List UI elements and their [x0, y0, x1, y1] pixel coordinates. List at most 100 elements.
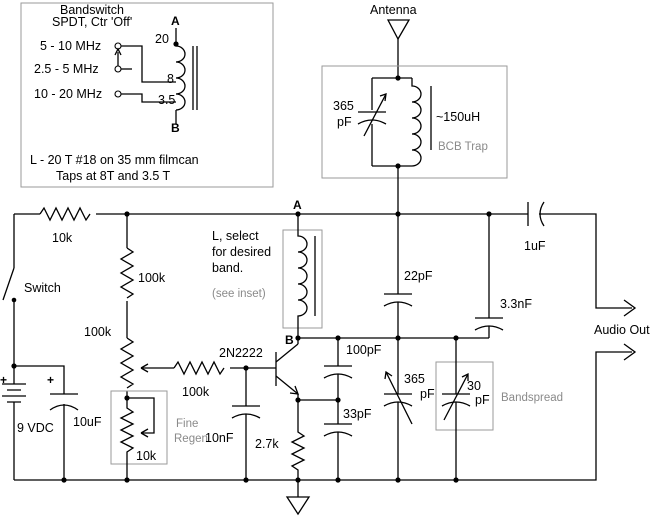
antenna-icon: [386, 19, 411, 41]
bcb-trap-frame: [321, 65, 508, 179]
transistor-emitter: [275, 375, 299, 395]
c-30-arrow-head: [461, 372, 469, 381]
inset-coil-core: [192, 46, 198, 110]
transistor-collector: [275, 343, 299, 363]
trap-wiring: [371, 77, 412, 167]
trap-inductor: [411, 78, 422, 167]
inset-coil-note-2: Taps at 8T and 3.5 T: [56, 169, 171, 183]
pot-10k-wiper-lead: [127, 397, 155, 434]
bandswitch-inset: Bandswitch SPDT, Ctr 'Off' A 5 - 10 MHz …: [20, 2, 274, 188]
trap-cap-value: 365: [333, 99, 354, 113]
ground-rail: Audio Out: [14, 323, 650, 516]
tank-coil-frame: [282, 229, 323, 329]
fine-regen-frame: [110, 390, 168, 465]
c-30-unit: pF: [475, 393, 490, 407]
trap-top-dot: [395, 75, 401, 81]
inset-turns-3-5: 3.5: [158, 93, 175, 107]
resistor-2-7k: [290, 400, 306, 480]
c-30-variable-arrow: [443, 373, 469, 421]
ground-bus: [14, 351, 632, 481]
pot-10k-label: 10k: [136, 449, 157, 463]
top-rail: 10k 1uF A: [13, 198, 637, 317]
inset-turns-20: 20: [155, 32, 169, 46]
dot-gnd-338: [335, 477, 341, 483]
fine-regen-label-1: Fine: [176, 418, 198, 430]
pot-100k-label: 100k: [84, 325, 112, 339]
c-30-value: 30: [467, 379, 481, 393]
c-365-variable-arrow: [385, 371, 413, 425]
inset-frame: [20, 2, 274, 188]
c-3-3nf-label: 3.3nF: [500, 297, 532, 311]
node-a-label: A: [293, 198, 302, 212]
battery-icon: [2, 383, 26, 403]
inset-title-1: Bandswitch: [60, 3, 124, 17]
trap-cap-arrow-head: [379, 93, 387, 102]
fine-regen-label-2: Regen: [174, 433, 208, 445]
ground-icon: [285, 496, 311, 516]
dot-gnd-127: [124, 477, 130, 483]
c-33pf-label: 33pF: [343, 407, 372, 421]
inset-band-2: 2.5 - 5 MHz: [34, 62, 99, 76]
inset-node-b: B: [171, 121, 180, 135]
trap-cap-unit: pF: [337, 115, 352, 129]
inset-node-a: A: [171, 14, 180, 28]
power-switch-blade: [2, 267, 15, 301]
audio-out-label: Audio Out: [594, 323, 650, 337]
switch-label: Switch: [24, 281, 61, 295]
inset-coil-note-1: L - 20 T #18 on 35 mm filmcan: [30, 153, 199, 167]
r-100k-base-label: 100k: [182, 385, 210, 399]
c-10uf-label: 10uF: [73, 415, 102, 429]
inset-coil: [175, 45, 186, 111]
switch-contact-2: [114, 65, 122, 73]
potentiometer-10k: [119, 398, 135, 480]
dot-gnd-246: [243, 477, 249, 483]
resistor-100k-upper: [119, 247, 135, 299]
regen-chain: 100k 100k 10k Fine Regen: [84, 214, 208, 480]
c-10uf-lead-top: [14, 365, 65, 394]
audio-out-upper-lead: [539, 213, 632, 309]
coil-note-1: L, select: [212, 229, 259, 243]
dot-gnd-456: [453, 477, 459, 483]
emitter-section: 2.7k 100pF 33pF: [255, 335, 489, 480]
node-b-label: B: [285, 333, 294, 347]
antenna: Antenna: [370, 3, 417, 78]
c-1uf-label: 1uF: [524, 239, 546, 253]
tuning-section: 22pF 365 pF 30 pF Bandspread 3.3nF: [383, 214, 563, 480]
r-2-7k-label: 2.7k: [255, 437, 279, 451]
inset-band-3: 10 - 20 MHz: [34, 87, 102, 101]
trap-label: BCB Trap: [438, 141, 488, 153]
c-365-arrow-head: [384, 370, 393, 380]
bandspread-frame: [435, 361, 494, 431]
trap-inductor-value: ~150uH: [436, 110, 480, 124]
tank-coil-winding: [297, 214, 308, 344]
tank-coil: L, select for desired band. (see inset) …: [212, 214, 323, 347]
antenna-label: Antenna: [370, 3, 417, 17]
coil-note-4: (see inset): [212, 288, 266, 300]
c-22pf-label: 22pF: [404, 269, 433, 283]
pot-100k-wiper-arrow: [140, 363, 149, 373]
coil-note-2: for desired: [212, 245, 271, 259]
inset-node-a-dot: [173, 41, 179, 47]
dot-gnd-398: [395, 477, 401, 483]
switch-blade-arrow: [114, 47, 122, 56]
switch-contact-3: [114, 90, 122, 98]
inset-turns-8: 8: [167, 72, 174, 86]
potentiometer-100k: [119, 337, 135, 389]
power-section: Switch + 9 VDC + 10uF: [0, 267, 102, 480]
audio-out-upper-arrow: [623, 299, 637, 317]
resistor-100k-base: [173, 360, 225, 376]
r-10k-top-label: 10k: [52, 231, 73, 245]
battery-label: 9 VDC: [17, 421, 54, 435]
coil-note-3: band.: [212, 261, 243, 275]
dot-gnd-64: [61, 477, 67, 483]
r-100k-upper-label: 100k: [138, 271, 166, 285]
power-switch-pivot: [11, 297, 17, 303]
c-10uf-plus: +: [47, 373, 54, 387]
inset-band-1: 5 - 10 MHz: [40, 39, 101, 53]
tap-8-lead: [121, 45, 176, 83]
inset-title-2: SPDT, Ctr 'Off': [52, 15, 132, 29]
c-100pf-label: 100pF: [346, 343, 382, 357]
c-10nf-label: 10nF: [205, 431, 234, 445]
base-circuit: 100k 10nF: [173, 360, 276, 480]
